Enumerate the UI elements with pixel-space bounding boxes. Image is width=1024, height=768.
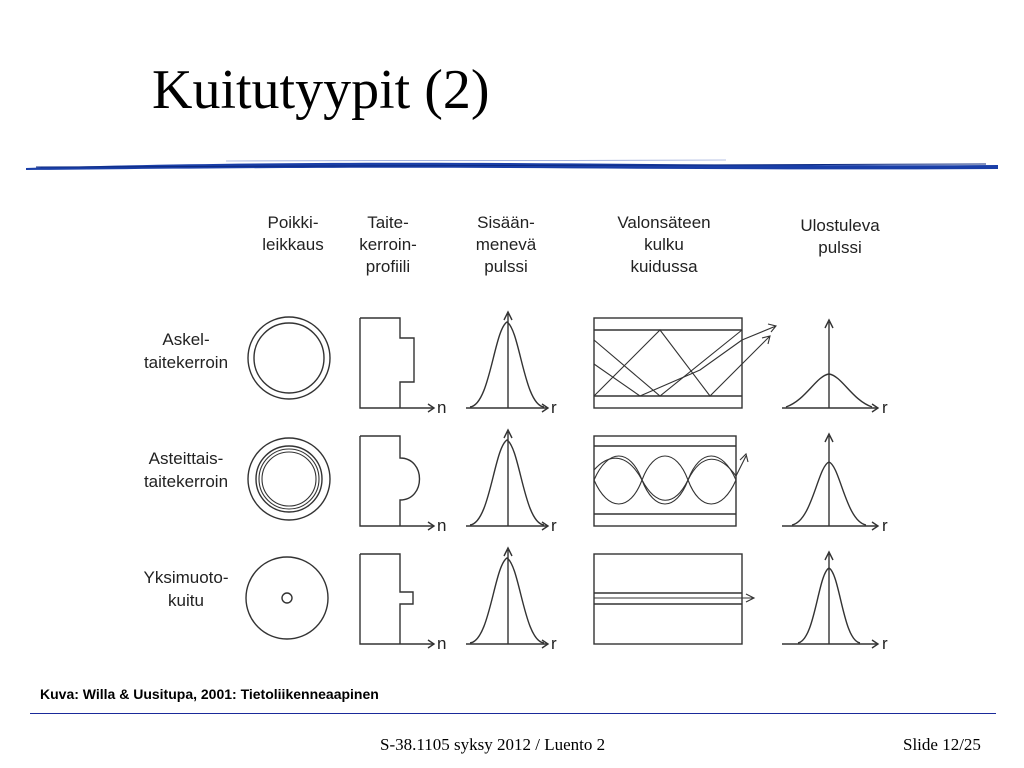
column-header-line: kuidussa [630, 257, 698, 276]
input-pulse-step-index: r [466, 310, 557, 417]
row-label-line: Asteittais- [149, 449, 224, 468]
input-pulse-single-mode: r [466, 546, 557, 653]
axis-label-n: n [437, 634, 446, 653]
row-label-graded-index: Asteittais- taitekerroin [144, 449, 228, 491]
column-header-input-pulse: Sisään- menevä pulssi [476, 213, 537, 276]
row-label-line: taitekerroin [144, 472, 228, 491]
footer-course-info: S-38.1105 syksy 2012 / Luento 2 [380, 735, 606, 754]
row-label-line: Yksimuoto- [143, 568, 228, 587]
slide-number: Slide 12/25 [903, 735, 981, 754]
column-header-line: kulku [644, 235, 684, 254]
title-underline-brush [26, 159, 998, 170]
column-header-line: pulssi [484, 257, 527, 276]
cross-section-graded-index [247, 437, 331, 521]
ray-path-step-index [593, 317, 777, 409]
output-pulse-step-index: r [782, 318, 888, 417]
axis-label-r: r [551, 516, 557, 535]
row-label-line: kuitu [168, 591, 204, 610]
output-pulse-graded-index: r [782, 432, 888, 535]
column-header-line: menevä [476, 235, 537, 254]
figure-caption: Kuva: Willa & Uusitupa, 2001: Tietoliike… [40, 686, 379, 702]
column-header-line: profiili [366, 257, 410, 276]
column-header-line: Sisään- [477, 213, 535, 232]
ray-path-single-mode [593, 553, 756, 645]
column-header-line: Valonsäteen [617, 213, 710, 232]
column-header-line: pulssi [818, 238, 861, 257]
row-label-line: Askel- [162, 330, 209, 349]
slide-title: Kuitutyypit (2) [152, 59, 490, 121]
axis-label-r: r [882, 398, 888, 417]
column-header-line: kerroin- [359, 235, 417, 254]
row-label-step-index: Askel- taitekerroin [144, 330, 228, 372]
index-profile-step: n [359, 317, 446, 417]
axis-label-r: r [882, 634, 888, 653]
column-header-index-profile: Taite- kerroin- profiili [359, 213, 417, 276]
axis-label-r: r [551, 398, 557, 417]
row-label-single-mode: Yksimuoto- kuitu [143, 568, 228, 610]
column-header-line: Ulostuleva [800, 216, 880, 235]
column-header-line: Poikki- [267, 213, 318, 232]
column-header-line: leikkaus [262, 235, 323, 254]
ray-path-graded-index [593, 435, 749, 527]
axis-label-n: n [437, 516, 446, 535]
column-header-cross-section: Poikki- leikkaus [262, 213, 323, 254]
output-pulse-single-mode: r [782, 550, 888, 653]
column-header-output-pulse: Ulostuleva pulssi [800, 216, 880, 257]
axis-label-r: r [882, 516, 888, 535]
input-pulse-graded-index: r [466, 428, 557, 535]
cross-section-single-mode [245, 556, 329, 640]
footer-divider [30, 713, 996, 714]
row-label-line: taitekerroin [144, 353, 228, 372]
column-header-line: Taite- [367, 213, 409, 232]
index-profile-single-mode: n [359, 553, 446, 653]
cross-section-step-index [247, 316, 331, 400]
axis-label-r: r [551, 634, 557, 653]
axis-label-n: n [437, 398, 446, 417]
index-profile-graded: n [359, 435, 446, 535]
column-header-ray-path: Valonsäteen kulku kuidussa [617, 213, 710, 276]
